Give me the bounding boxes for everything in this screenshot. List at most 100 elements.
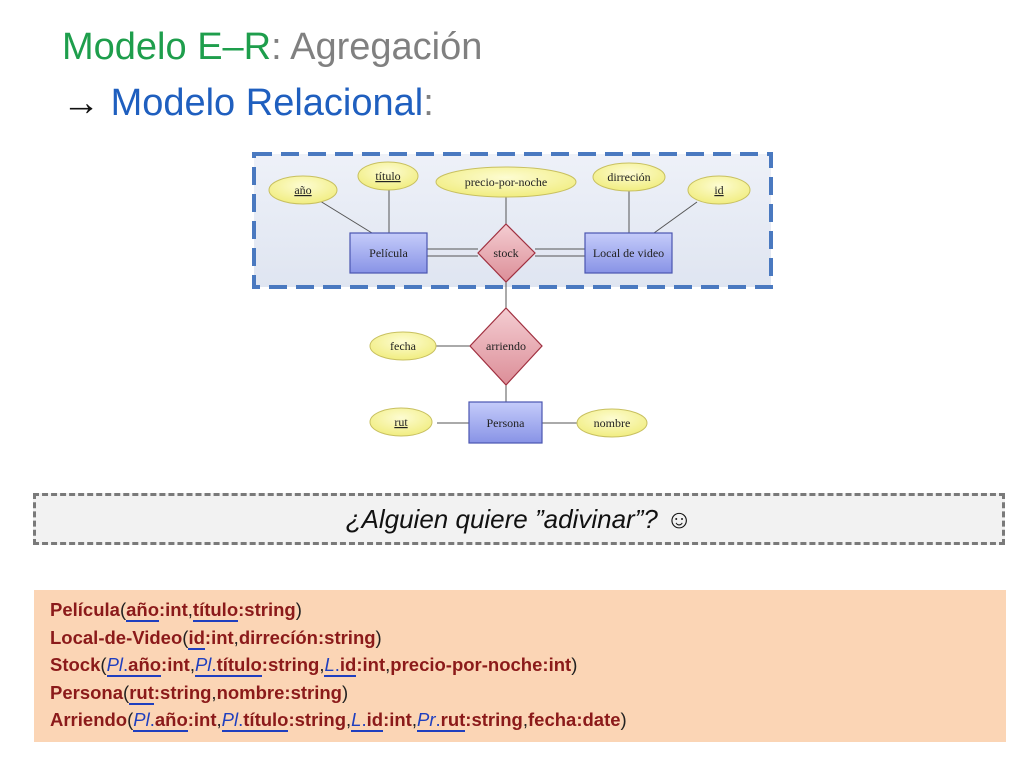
- attribute-type: string: [324, 626, 376, 648]
- entity-pelicula: Película: [349, 232, 428, 274]
- type-colon: :: [238, 599, 245, 620]
- attribute-name: año: [154, 709, 188, 730]
- entity-local-label: Local de video: [593, 246, 664, 260]
- attribute-rut-label: rut: [394, 415, 408, 429]
- attribute-prefix: Pr: [416, 709, 436, 730]
- attribute-key: año: [126, 599, 159, 622]
- attribute-fecha: fecha: [369, 331, 437, 361]
- attribute-name: precio-por-noche: [390, 654, 543, 675]
- comma: ,: [522, 709, 528, 730]
- entity-persona: Persona: [468, 401, 543, 444]
- schema-attribute: precio-por-noche:int: [390, 654, 571, 675]
- attribute-type: string: [160, 681, 212, 703]
- attribute-type: string: [290, 681, 342, 703]
- schema-relation: Local-de-Video(id:int,dirrecíón:string): [50, 624, 990, 652]
- attribute-key: precio-por-noche: [390, 654, 542, 675]
- attribute-name: nombre: [216, 681, 285, 703]
- slide-title-line-2: → Modelo Relacional:: [62, 84, 434, 122]
- attribute-direccion: dirreción: [592, 162, 666, 192]
- attribute-type: int: [389, 709, 412, 730]
- comma: ,: [385, 654, 391, 675]
- title-aggregation: : Agregación: [271, 26, 483, 68]
- comma: ,: [346, 709, 352, 730]
- attribute-key: Pl.título: [221, 709, 289, 732]
- attribute-name: rut: [129, 681, 154, 703]
- prefix-dot: .: [211, 654, 217, 675]
- attribute-id: id: [687, 175, 751, 205]
- schema-attribute: Pl.título:string: [194, 654, 319, 677]
- attribute-prefix: Pl: [194, 654, 212, 675]
- attribute-anio: año: [268, 175, 338, 205]
- schema-attribute: título:string: [192, 599, 296, 622]
- attribute-key: Pl.título: [194, 654, 262, 677]
- attribute-key: título: [192, 599, 239, 622]
- attribute-fecha-label: fecha: [390, 339, 417, 353]
- entity-persona-label: Persona: [487, 416, 526, 430]
- close-paren: ): [295, 599, 302, 620]
- attribute-prefix: Pl: [106, 654, 124, 675]
- open-paren: (: [119, 599, 127, 620]
- schema-attribute: Pl.año:int: [106, 654, 190, 677]
- attribute-key: rut: [129, 681, 154, 705]
- comma: ,: [233, 626, 239, 648]
- title-relational-model: Modelo Relacional: [110, 82, 424, 124]
- schema-attribute: dirrecíón:string: [239, 627, 376, 648]
- schema-relation: Película(año:int,título:string): [50, 596, 990, 624]
- attribute-key: L.id: [351, 709, 384, 732]
- attribute-name: fecha: [528, 709, 577, 730]
- comma: ,: [187, 599, 193, 620]
- prefix-dot: .: [361, 709, 367, 730]
- attribute-prefix: L: [351, 709, 362, 730]
- type-colon: :: [204, 626, 212, 648]
- attribute-name: año: [128, 654, 162, 675]
- relation-name: Local-de-Video: [50, 626, 183, 648]
- open-paren: (: [123, 681, 130, 703]
- attribute-direccion-label: dirreción: [607, 170, 650, 184]
- attribute-name: dirrecíón: [238, 626, 318, 648]
- attribute-key: L.id: [324, 654, 357, 677]
- relationship-arriendo: arriendo: [469, 307, 543, 386]
- schema-attribute: Pr.rut:string: [416, 709, 523, 732]
- prefix-dot: .: [334, 654, 340, 675]
- open-paren: (: [182, 626, 189, 648]
- relationship-stock: stock: [477, 223, 536, 283]
- schema-attribute: año:int: [126, 599, 188, 622]
- prefix-dot: .: [123, 654, 129, 675]
- type-colon: :: [317, 626, 325, 648]
- relation-name: Stock: [50, 654, 101, 675]
- attribute-type: int: [165, 599, 188, 620]
- relation-name: Película: [50, 599, 120, 620]
- title-arrow: →: [62, 82, 111, 124]
- attribute-rut: rut: [369, 407, 433, 437]
- attribute-key: fecha: [528, 709, 576, 730]
- schema-relation: Arriendo(Pl.año:int,Pl.título:string,L.i…: [50, 706, 990, 734]
- attribute-prefix: L: [324, 654, 335, 675]
- attribute-type: int: [211, 626, 234, 648]
- type-colon: :: [284, 681, 291, 703]
- type-colon: :: [576, 709, 583, 730]
- entity-local-de-video: Local de video: [584, 232, 673, 274]
- type-colon: :: [356, 654, 363, 675]
- attribute-precio-por-noche: precio-por-noche: [435, 166, 577, 198]
- slide-title-line-1: Modelo E–R: Agregación: [62, 28, 482, 66]
- attribute-type: int: [193, 709, 217, 730]
- attribute-name: id: [188, 626, 205, 648]
- comma: ,: [211, 681, 217, 703]
- attribute-name: título: [243, 709, 289, 730]
- attribute-name: id: [339, 654, 357, 675]
- schema-attribute: Pl.año:int: [133, 709, 217, 732]
- attribute-type: string: [244, 599, 296, 620]
- attribute-prefix: Pl: [133, 709, 150, 730]
- comma: ,: [411, 709, 417, 730]
- attribute-prefix: Pl: [221, 709, 239, 730]
- close-paren: ): [571, 654, 578, 675]
- attribute-name: título: [192, 599, 239, 620]
- open-paren: (: [127, 709, 134, 730]
- schema-attribute: id:int: [188, 626, 234, 650]
- attribute-name: id: [366, 709, 384, 730]
- close-paren: ): [341, 681, 349, 703]
- attribute-anio-label: año: [294, 183, 311, 197]
- attribute-titulo: título: [357, 161, 419, 191]
- type-colon: :: [383, 709, 390, 730]
